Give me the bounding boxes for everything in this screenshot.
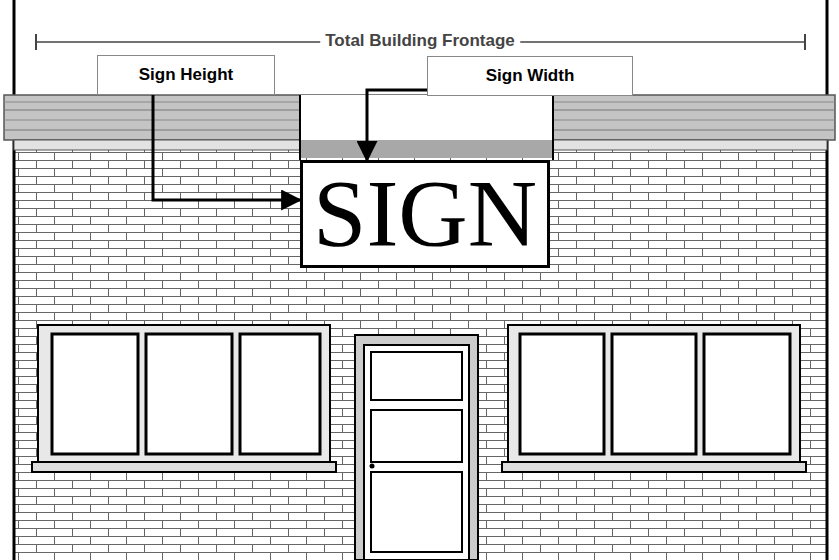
leader-arrow	[153, 95, 300, 200]
leader-arrow	[367, 90, 427, 160]
building-wall	[13, 0, 16, 560]
sign-board: SIGN	[300, 160, 550, 268]
brick-wall	[14, 150, 827, 560]
window	[32, 325, 336, 472]
callout-label: Sign Height	[139, 65, 233, 85]
callout-box: Sign Height	[97, 55, 275, 95]
sign-panel	[300, 95, 553, 160]
dimension-label: Total Building Frontage	[320, 31, 520, 51]
building-wall	[826, 0, 829, 560]
sign-text: SIGN	[313, 166, 537, 262]
callout-label: Sign Width	[486, 66, 575, 86]
callout-box: Sign Width	[427, 56, 633, 96]
window	[502, 325, 806, 472]
door	[355, 335, 478, 560]
